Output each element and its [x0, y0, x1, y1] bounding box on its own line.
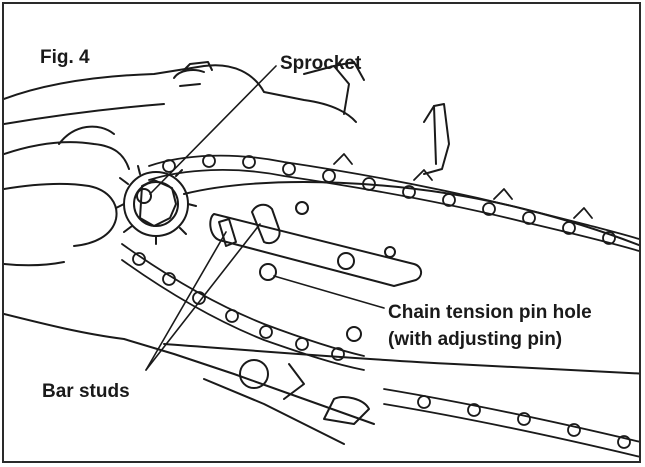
sprocket-callout-label: Sprocket: [280, 53, 362, 74]
chain-lower-run: [121, 243, 639, 458]
chain-tension-callout-sublabel: (with adjusting pin): [388, 329, 563, 350]
sprocket-leader-line: [149, 65, 277, 195]
bar-studs-callout-label: Bar studs: [42, 381, 130, 402]
saw-housing: [4, 61, 450, 445]
hand-outline: [4, 125, 130, 267]
bar-stud-leader-line-2: [145, 223, 261, 371]
leader-lines: [145, 65, 385, 371]
figure-number-label: Fig. 4: [40, 47, 90, 68]
chainsaw-illustration: [4, 61, 639, 458]
chain-upper-run: [148, 153, 639, 252]
bar-stud-leader-line-1: [145, 231, 227, 371]
chain-tension-leader-line: [273, 275, 385, 309]
chain-tension-callout-label: Chain tension pin hole: [388, 302, 592, 323]
guide-bar: [163, 181, 639, 375]
bar-studs: [218, 203, 281, 247]
figure-frame: Fig. 4 Sprocket Chain tension pin hole (…: [2, 2, 641, 463]
